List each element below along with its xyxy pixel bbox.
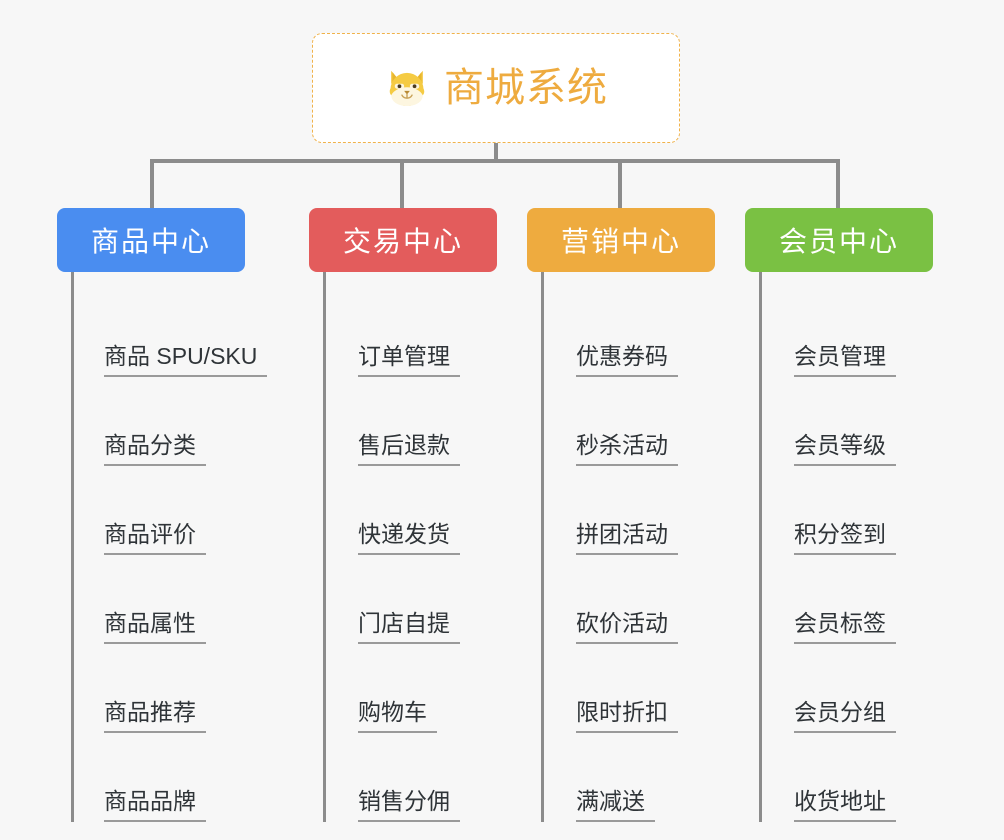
leaf-list-marketing-center: 优惠券码 秒杀活动 拼团活动 砍价活动 限时折扣 满减送 [541, 272, 727, 822]
leaf-label: 积分签到 [794, 521, 896, 555]
list-item[interactable]: 商品 SPU/SKU [74, 288, 287, 377]
list-item[interactable]: 秒杀活动 [544, 377, 727, 466]
list-item[interactable]: 限时折扣 [544, 644, 727, 733]
connector-drop-marketing-center [618, 159, 622, 209]
root-node[interactable]: 商城系统 [312, 33, 680, 143]
leaf-label: 商品推荐 [104, 699, 206, 733]
list-item[interactable]: 快递发货 [326, 466, 509, 555]
list-item[interactable]: 拼团活动 [544, 466, 727, 555]
shiba-dog-icon [389, 70, 425, 108]
column-marketing-center: 营销中心 优惠券码 秒杀活动 拼团活动 砍价活动 限时折扣 满减送 [527, 208, 727, 822]
connector-root-stem [494, 143, 498, 163]
leaf-label: 售后退款 [358, 432, 460, 466]
list-item[interactable]: 商品品牌 [74, 733, 287, 822]
list-item[interactable]: 售后退款 [326, 377, 509, 466]
list-item[interactable]: 收货地址 [762, 733, 945, 822]
category-header-marketing-center[interactable]: 营销中心 [527, 208, 715, 272]
list-item[interactable]: 商品评价 [74, 466, 287, 555]
leaf-label: 商品品牌 [104, 788, 206, 822]
connector-drop-trade-center [400, 159, 404, 209]
leaf-list-trade-center: 订单管理 售后退款 快递发货 门店自提 购物车 销售分佣 [323, 272, 509, 822]
leaf-label: 拼团活动 [576, 521, 678, 555]
column-member-center: 会员中心 会员管理 会员等级 积分签到 会员标签 会员分组 收货地址 [745, 208, 945, 822]
list-item[interactable]: 满减送 [544, 733, 727, 822]
leaf-label: 销售分佣 [358, 788, 460, 822]
category-header-member-center[interactable]: 会员中心 [745, 208, 933, 272]
leaf-label: 购物车 [358, 699, 437, 733]
leaf-label: 砍价活动 [576, 610, 678, 644]
list-item[interactable]: 会员分组 [762, 644, 945, 733]
list-item[interactable]: 商品推荐 [74, 644, 287, 733]
list-item[interactable]: 会员管理 [762, 288, 945, 377]
category-header-trade-center[interactable]: 交易中心 [309, 208, 497, 272]
connector-drop-member-center [836, 159, 840, 209]
leaf-label: 商品属性 [104, 610, 206, 644]
leaf-label: 优惠券码 [576, 343, 678, 377]
leaf-label: 会员管理 [794, 343, 896, 377]
leaf-label: 会员标签 [794, 610, 896, 644]
list-item[interactable]: 优惠券码 [544, 288, 727, 377]
leaf-label: 会员等级 [794, 432, 896, 466]
list-item[interactable]: 订单管理 [326, 288, 509, 377]
leaf-label: 订单管理 [358, 343, 460, 377]
leaf-list-member-center: 会员管理 会员等级 积分签到 会员标签 会员分组 收货地址 [759, 272, 945, 822]
list-item[interactable]: 门店自提 [326, 555, 509, 644]
leaf-label: 限时折扣 [576, 699, 678, 733]
connector-drop-product-center [150, 159, 154, 209]
list-item[interactable]: 砍价活动 [544, 555, 727, 644]
list-item[interactable]: 会员等级 [762, 377, 945, 466]
root-title: 商城系统 [444, 66, 608, 110]
list-item[interactable]: 商品属性 [74, 555, 287, 644]
category-header-product-center[interactable]: 商品中心 [57, 208, 245, 272]
list-item[interactable]: 商品分类 [74, 377, 287, 466]
leaf-label: 门店自提 [358, 610, 460, 644]
leaf-label: 商品分类 [104, 432, 206, 466]
list-item[interactable]: 会员标签 [762, 555, 945, 644]
leaf-list-product-center: 商品 SPU/SKU 商品分类 商品评价 商品属性 商品推荐 商品品牌 [71, 272, 287, 822]
leaf-label: 满减送 [576, 788, 655, 822]
connector-horizontal-bus [150, 159, 840, 163]
leaf-label: 收货地址 [794, 788, 896, 822]
column-product-center: 商品中心 商品 SPU/SKU 商品分类 商品评价 商品属性 商品推荐 商品品牌 [57, 208, 287, 822]
leaf-label: 会员分组 [794, 699, 896, 733]
leaf-label: 商品 SPU/SKU [104, 343, 268, 377]
list-item[interactable]: 积分签到 [762, 466, 945, 555]
column-trade-center: 交易中心 订单管理 售后退款 快递发货 门店自提 购物车 销售分佣 [309, 208, 509, 822]
list-item[interactable]: 购物车 [326, 644, 509, 733]
list-item[interactable]: 销售分佣 [326, 733, 509, 822]
leaf-label: 秒杀活动 [576, 432, 678, 466]
leaf-label: 快递发货 [358, 521, 460, 555]
leaf-label: 商品评价 [104, 521, 206, 555]
